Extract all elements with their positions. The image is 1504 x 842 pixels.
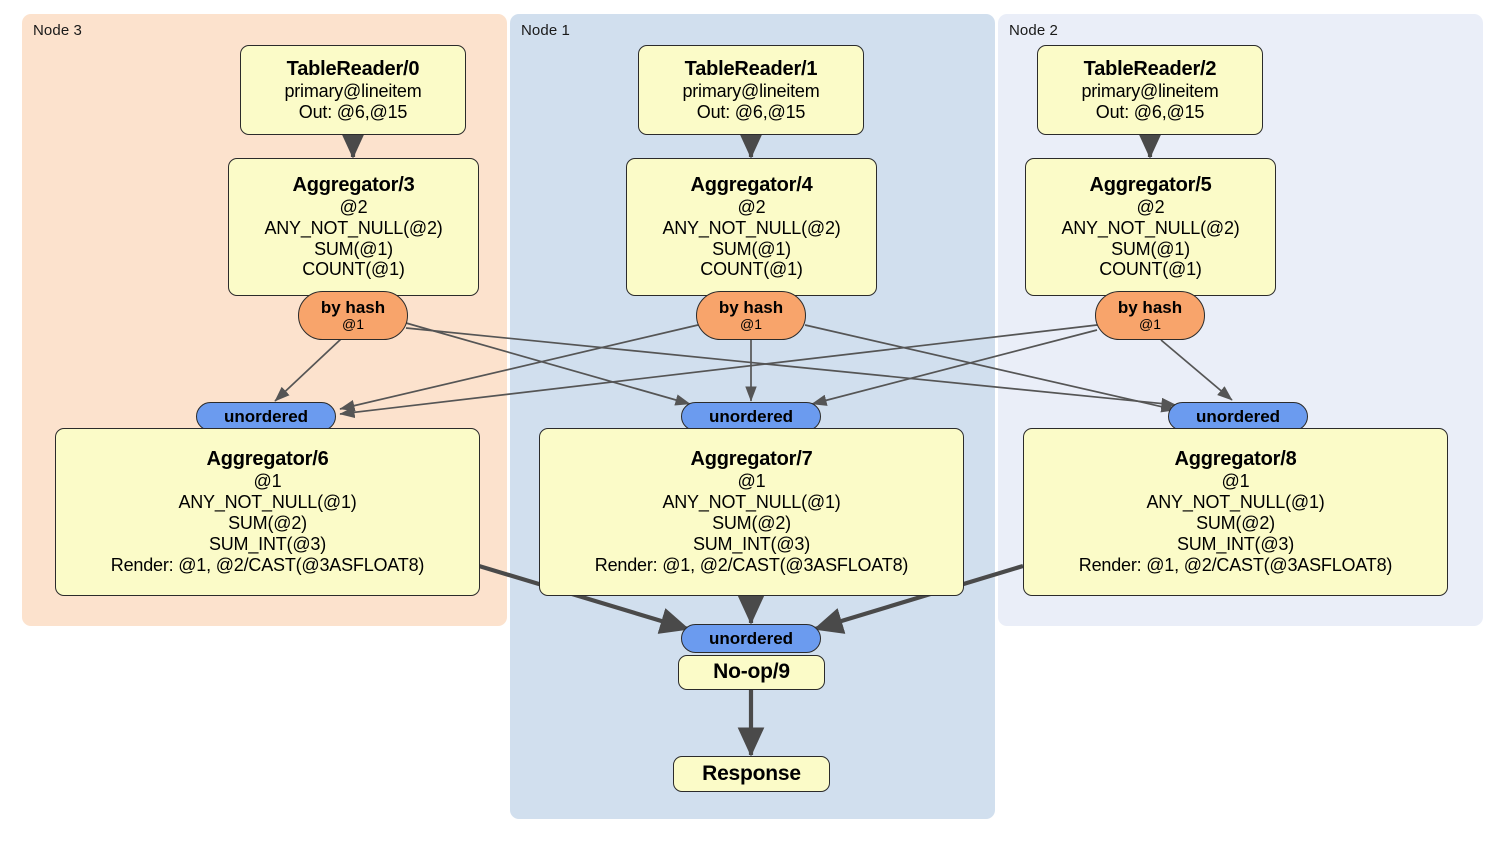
box-title: Aggregator/8 [1174,448,1297,471]
pill-label: unordered [708,406,794,426]
box-line: ANY_NOT_NULL(@2) [264,217,443,238]
panel-node-3-label: Node 3 [33,22,82,39]
box-title: No-op/9 [713,660,790,684]
panel-node-2-label: Node 2 [1009,22,1058,39]
box-line: ANY_NOT_NULL(@1) [178,492,357,513]
box-line: primary@lineitem [284,80,422,101]
box-aggregator-6[interactable]: Aggregator/6 @1 ANY_NOT_NULL(@1) SUM(@2)… [55,428,480,596]
box-line: @1 [253,471,282,492]
box-line: Render: @1, @2/CAST(@3ASFLOAT8) [1078,554,1393,575]
box-line: ANY_NOT_NULL(@1) [1146,492,1325,513]
box-line: SUM(@1) [712,238,791,259]
box-title: Aggregator/4 [690,173,813,196]
pill-unordered-left[interactable]: unordered [196,402,336,431]
box-line: SUM(@1) [1111,238,1190,259]
box-line: @2 [737,196,766,217]
box-line: primary@lineitem [1081,80,1219,101]
box-line: @2 [1136,196,1165,217]
box-tablereader-1[interactable]: TableReader/1 primary@lineitem Out: @6,@… [638,45,864,135]
box-line: Render: @1, @2/CAST(@3ASFLOAT8) [594,554,909,575]
box-line: SUM_INT(@3) [692,534,811,555]
pill-label: unordered [1195,406,1281,426]
box-line: ANY_NOT_NULL(@1) [662,492,841,513]
box-tablereader-0[interactable]: TableReader/0 primary@lineitem Out: @6,@… [240,45,466,135]
box-line: SUM(@1) [314,238,393,259]
pill-label: by hash [320,298,386,318]
pill-label: unordered [708,628,794,648]
pill-unordered-final[interactable]: unordered [681,624,821,653]
pill-by-hash-center[interactable]: by hash @1 [696,291,806,340]
box-line: @1 [737,471,766,492]
box-line: Out: @6,@15 [1095,101,1205,122]
panel-node-1-label: Node 1 [521,22,570,39]
pill-sublabel: @1 [740,316,762,333]
pill-unordered-center[interactable]: unordered [681,402,821,431]
box-response[interactable]: Response [673,756,830,792]
pill-by-hash-left[interactable]: by hash @1 [298,291,408,340]
box-aggregator-3[interactable]: Aggregator/3 @2 ANY_NOT_NULL(@2) SUM(@1)… [228,158,479,296]
box-line: ANY_NOT_NULL(@2) [1061,217,1240,238]
box-line: @2 [339,196,368,217]
box-line: SUM(@2) [712,513,791,534]
box-aggregator-5[interactable]: Aggregator/5 @2 ANY_NOT_NULL(@2) SUM(@1)… [1025,158,1276,296]
box-aggregator-4[interactable]: Aggregator/4 @2 ANY_NOT_NULL(@2) SUM(@1)… [626,158,877,296]
box-line: ANY_NOT_NULL(@2) [662,217,841,238]
box-title: Aggregator/3 [292,173,415,196]
box-title: TableReader/1 [684,57,818,80]
box-line: SUM(@2) [1196,513,1275,534]
pill-sublabel: @1 [342,316,364,333]
box-title: Response [702,761,801,785]
box-line: Out: @6,@15 [298,101,408,122]
box-line: @1 [1221,471,1250,492]
box-line: COUNT(@1) [302,259,405,280]
box-line: SUM_INT(@3) [1176,534,1295,555]
box-line: COUNT(@1) [1099,259,1202,280]
box-line: Out: @6,@15 [696,101,806,122]
pill-unordered-right[interactable]: unordered [1168,402,1308,431]
box-title: TableReader/2 [1083,57,1217,80]
box-aggregator-7[interactable]: Aggregator/7 @1 ANY_NOT_NULL(@1) SUM(@2)… [539,428,964,596]
pill-label: by hash [718,298,784,318]
box-tablereader-2[interactable]: TableReader/2 primary@lineitem Out: @6,@… [1037,45,1263,135]
pill-by-hash-right[interactable]: by hash @1 [1095,291,1205,340]
pill-label: by hash [1117,298,1183,318]
pill-sublabel: @1 [1139,316,1161,333]
box-line: Render: @1, @2/CAST(@3ASFLOAT8) [110,554,425,575]
box-line: COUNT(@1) [700,259,803,280]
box-line: SUM(@2) [228,513,307,534]
box-title: Aggregator/6 [206,448,329,471]
box-title: TableReader/0 [286,57,420,80]
pill-label: unordered [223,406,309,426]
box-no-op-9[interactable]: No-op/9 [678,655,825,690]
box-line: primary@lineitem [682,80,820,101]
box-title: Aggregator/7 [690,448,813,471]
box-title: Aggregator/5 [1089,173,1212,196]
box-aggregator-8[interactable]: Aggregator/8 @1 ANY_NOT_NULL(@1) SUM(@2)… [1023,428,1448,596]
box-line: SUM_INT(@3) [208,534,327,555]
